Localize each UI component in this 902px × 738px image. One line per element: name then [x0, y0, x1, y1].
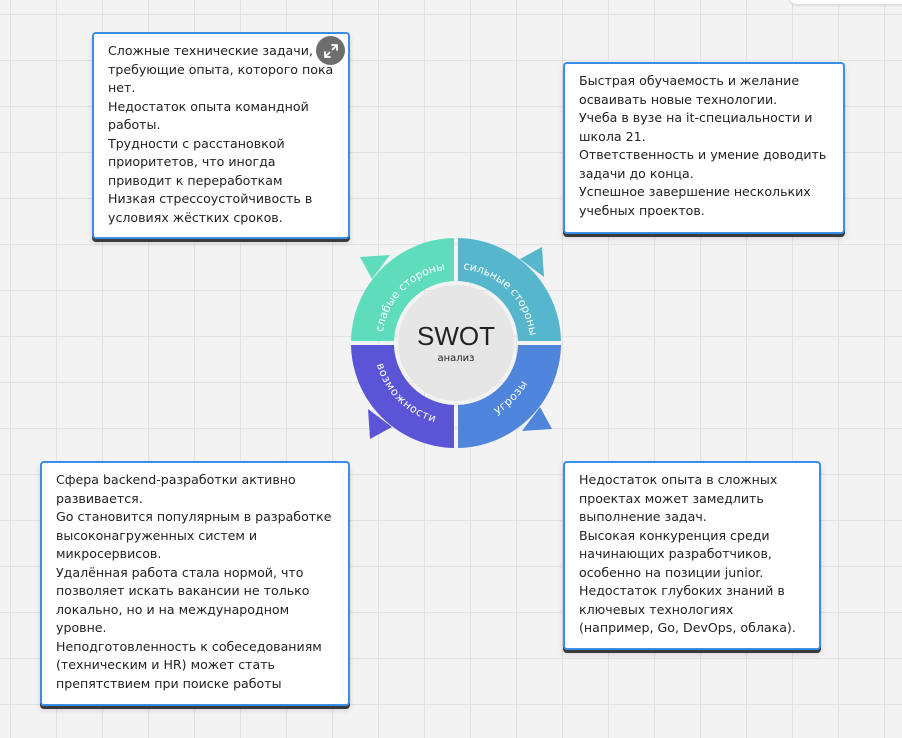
swot-title: SWOT — [417, 321, 495, 351]
strengths-card[interactable]: Быстрая обучаемость и желание осваивать … — [563, 62, 845, 234]
top-panel-edge — [790, 0, 902, 4]
strengths-arrow — [520, 247, 544, 277]
opportunities-segment[interactable] — [351, 345, 454, 448]
threats-card[interactable]: Недостаток опыта в сложных проектах може… — [563, 461, 821, 650]
center-circle — [398, 285, 514, 401]
weaknesses-arrow — [360, 255, 390, 279]
weaknesses-segment[interactable] — [351, 238, 454, 341]
opportunities-card[interactable]: Сфера backend-разработки активно развива… — [40, 461, 350, 706]
swot-subtitle: анализ — [437, 353, 474, 364]
threats-segment[interactable] — [458, 345, 561, 448]
expand-button[interactable] — [316, 36, 345, 65]
strengths-segment[interactable] — [458, 238, 561, 341]
opportunities-arrow — [368, 409, 392, 439]
expand-arrows-icon — [323, 43, 338, 58]
threats-arrow — [522, 407, 552, 431]
swot-diagram[interactable]: слабые стороны сильные стороны возможнос… — [346, 233, 566, 453]
weaknesses-card[interactable]: Сложные технические задачи, требующие оп… — [92, 32, 350, 239]
